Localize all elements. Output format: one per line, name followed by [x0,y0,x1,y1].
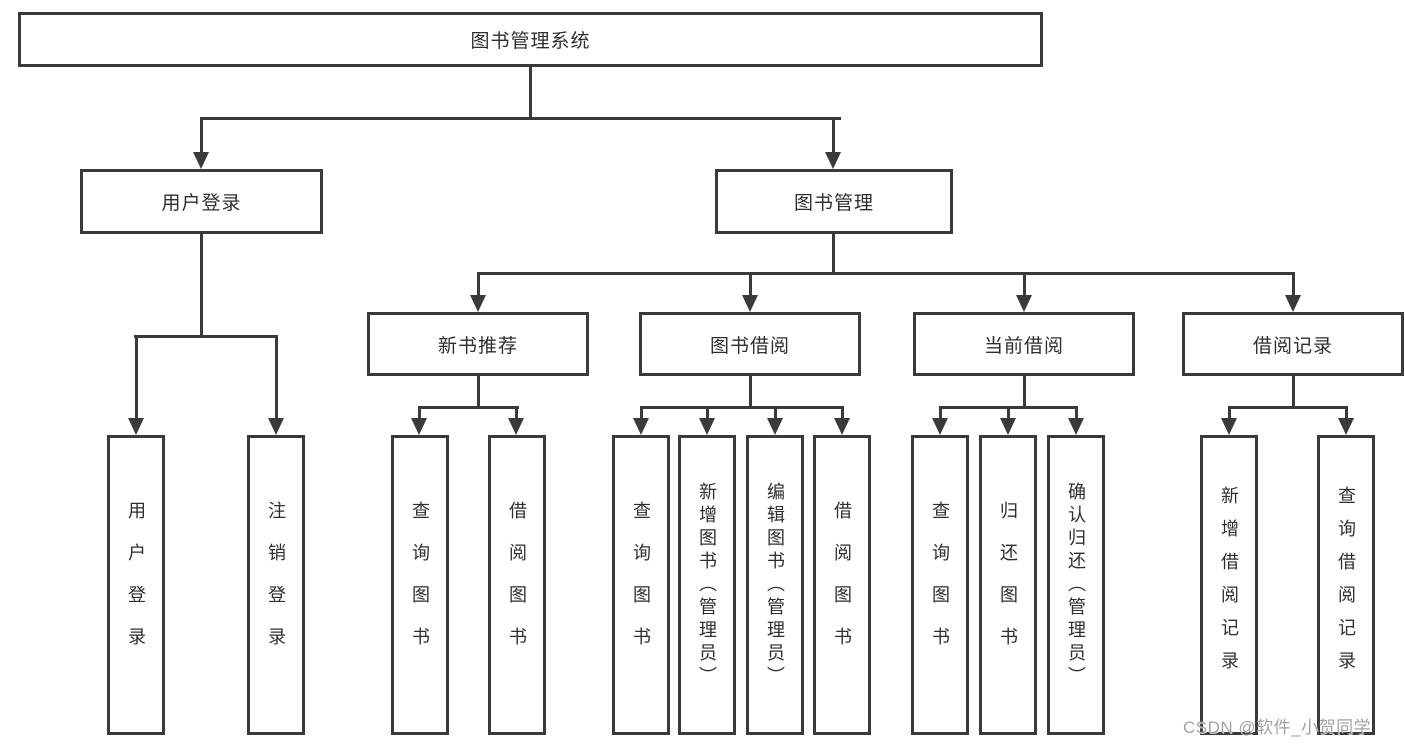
connector-group2-drop-2 [515,406,518,421]
csdn-watermark: CSDN @软件_小贺同学 [1183,718,1372,737]
connector-group1-horizontal [134,335,278,338]
connector-group3-drop-1 [640,406,643,421]
connector-group5-stem [1292,376,1295,408]
node-root-label: 图书管理系统 [470,31,591,52]
leaf-borrow-book-2-label: 借阅图书 [832,501,852,669]
arrowhead-leaf-logout [268,418,284,435]
leaf-query-borrow-record-label: 查询借阅记录 [1336,486,1356,684]
connector-group5-horizontal [1228,406,1348,409]
connector-group3-horizontal [640,406,844,409]
connector-level2-drop-1 [477,272,480,297]
node-book-management-label: 图书管理 [793,193,874,214]
node-user-login-label: 用户登录 [161,193,242,214]
leaf-add-borrow-record: 新增借阅记录 [1200,435,1258,735]
arrowhead-leaf-edit-book [767,418,783,435]
node-borrow-record-label: 借阅记录 [1252,335,1333,357]
leaf-confirm-return-admin: 确认归还（管理员） [1047,435,1105,735]
leaf-user-login-label: 用户登录 [126,501,146,669]
arrowhead-book-borrow [742,295,758,312]
leaf-query-book-1: 查询图书 [391,435,449,735]
node-current-borrow-label: 当前借阅 [983,335,1064,357]
arrowhead-leaf-query-book-3 [932,418,948,435]
leaf-query-book-2-label: 查询图书 [631,501,651,669]
arrowhead-leaf-user-login [128,418,144,435]
arrowhead-new-book-recommend [470,295,486,312]
connector-group2-horizontal [418,406,519,409]
arrowhead-leaf-add-borrow-record [1221,418,1237,435]
connector-level1-right-drop [832,117,835,154]
connector-level2-drop-3 [1023,272,1026,297]
arrowhead-leaf-confirm-return [1068,418,1084,435]
connector-level1-horizontal [200,117,841,120]
leaf-borrow-book-1: 借阅图书 [488,435,546,735]
node-root-system: 图书管理系统 [18,12,1043,67]
leaf-query-book-3-label: 查询图书 [930,501,950,669]
connector-group4-drop-1 [939,406,942,421]
connector-group2-drop-1 [418,406,421,421]
leaf-logout-label: 注销登录 [266,501,286,669]
arrowhead-leaf-borrow-book-2 [834,418,850,435]
connector-group5-drop-1 [1228,406,1231,421]
connector-group3-drop-4 [841,406,844,421]
connector-group1-drop-1 [135,335,138,421]
leaf-return-book-label: 归还图书 [998,501,1018,669]
leaf-add-borrow-record-label: 新增借阅记录 [1219,486,1239,684]
connector-level2-horizontal [477,272,1295,275]
node-book-borrow: 图书借阅 [639,312,861,376]
leaf-edit-book-admin: 编辑图书（管理员） [746,435,804,735]
connector-group3-drop-2 [706,406,709,421]
connector-group3-stem [749,376,752,408]
leaf-return-book: 归还图书 [979,435,1037,735]
connector-group1-stem [200,234,203,337]
arrowhead-current-borrow [1016,295,1032,312]
leaf-borrow-book-1-label: 借阅图书 [507,501,527,669]
arrowhead-leaf-query-book-2 [633,418,649,435]
leaf-user-login: 用户登录 [107,435,165,735]
leaf-query-borrow-record: 查询借阅记录 [1317,435,1375,735]
connector-root-trunk [529,67,532,119]
connector-group4-stem [1023,376,1026,408]
node-book-borrow-label: 图书借阅 [709,335,790,357]
leaf-query-book-3: 查询图书 [911,435,969,735]
connector-group3-drop-3 [774,406,777,421]
arrowhead-leaf-return-book [1000,418,1016,435]
arrowhead-leaf-query-book-1 [411,418,427,435]
node-current-borrow: 当前借阅 [913,312,1135,376]
leaf-borrow-book-2: 借阅图书 [813,435,871,735]
leaf-add-book-admin: 新增图书（管理员） [678,435,736,735]
connector-group1-drop-2 [275,335,278,421]
node-new-book-recommend-label: 新书推荐 [437,335,518,357]
arrowhead-user-login [193,152,209,169]
leaf-confirm-return-admin-label: 确认归还（管理员） [1066,481,1086,689]
arrowhead-leaf-add-book [699,418,715,435]
connector-level2-stem [832,234,835,274]
connector-level2-drop-2 [749,272,752,297]
connector-group4-drop-3 [1075,406,1078,421]
arrowhead-leaf-query-borrow-record [1338,418,1354,435]
arrowhead-leaf-borrow-book-1 [508,418,524,435]
connector-level1-left-drop [200,117,203,154]
node-new-book-recommend: 新书推荐 [367,312,589,376]
node-book-management: 图书管理 [715,169,953,234]
leaf-edit-book-admin-label: 编辑图书（管理员） [765,481,785,689]
connector-level2-drop-4 [1292,272,1295,297]
node-user-login: 用户登录 [80,169,323,234]
arrowhead-borrow-record [1285,295,1301,312]
leaf-query-book-2: 查询图书 [612,435,670,735]
connector-group5-drop-2 [1345,406,1348,421]
leaf-add-book-admin-label: 新增图书（管理员） [697,481,717,689]
leaf-logout: 注销登录 [247,435,305,735]
arrowhead-book-management [825,152,841,169]
connector-group2-stem [477,376,480,408]
connector-group4-drop-2 [1007,406,1010,421]
node-borrow-record: 借阅记录 [1182,312,1404,376]
leaf-query-book-1-label: 查询图书 [410,501,430,669]
